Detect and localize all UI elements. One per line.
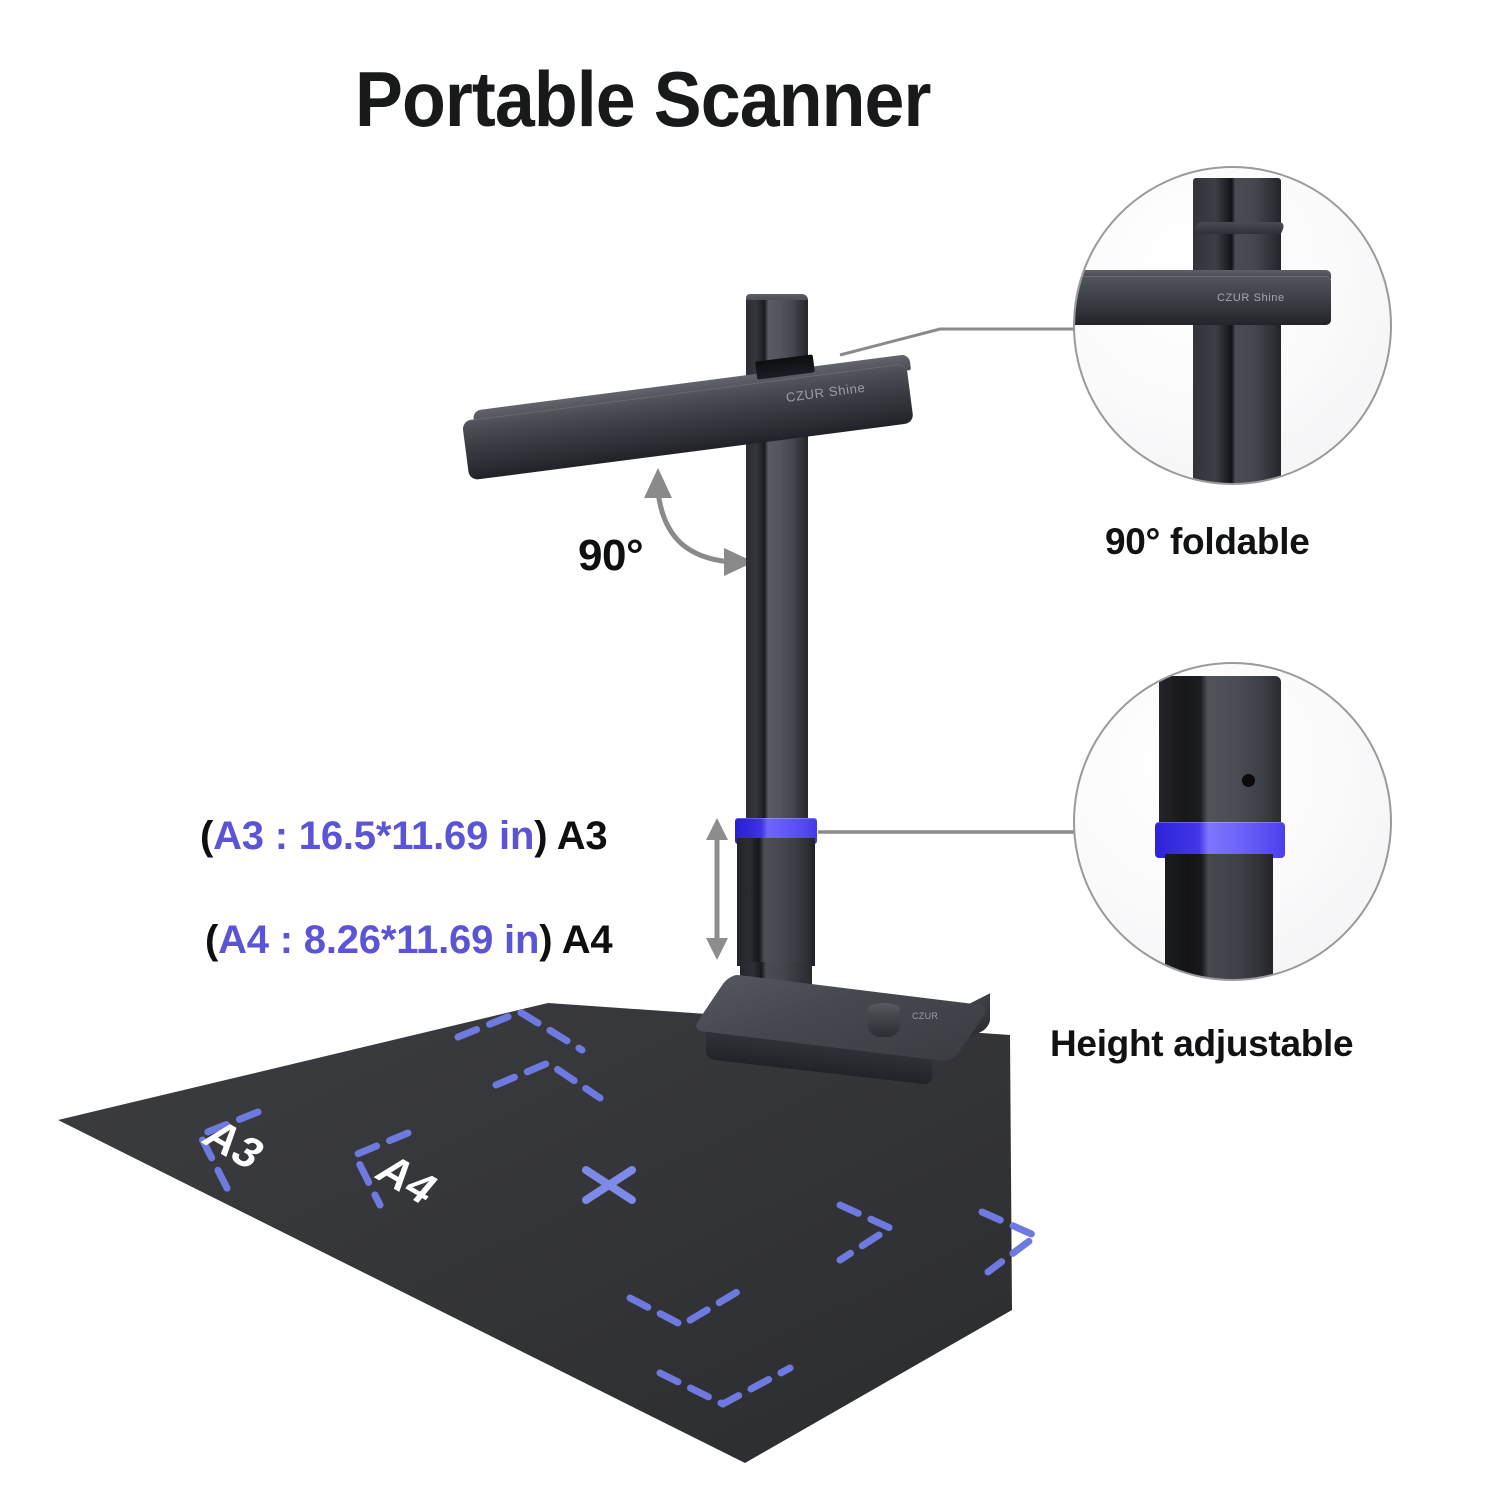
dim-a4-open-paren: ( — [205, 918, 219, 962]
base-brand-logo: CZUR — [912, 1011, 939, 1021]
inset-foldable-detail: CZUR Shine — [1073, 166, 1392, 485]
dim-a3-spec: A3 : 16.5*11.69 in — [213, 814, 535, 858]
dim-a4-close-paren: ) — [539, 918, 553, 962]
dim-a3-open-paren: ( — [200, 814, 214, 858]
inset-head-top-edge — [1075, 270, 1331, 279]
dim-a3-size-label: A3 — [556, 814, 608, 858]
dimension-line-a3: (A3 : 16.5*11.69 in) A3 — [200, 814, 608, 859]
inset-scanner-head — [1075, 276, 1331, 325]
dim-a4-size-label: A4 — [561, 918, 613, 962]
dim-a3-close-paren: ) — [534, 814, 548, 858]
mat-surface — [58, 1003, 1012, 1463]
scanner-head-bar — [461, 363, 914, 481]
base-knob-top[interactable] — [868, 1003, 900, 1015]
dim-a4-spec: A4 : 8.26*11.69 in — [218, 918, 540, 962]
vertical-double-arrow-icon — [706, 818, 728, 960]
mat-corner-markers — [195, 1008, 1043, 1408]
curved-double-arrow-icon — [644, 468, 754, 576]
inset-column-lower — [1165, 854, 1273, 979]
callout-label-height: Height adjustable — [1050, 1023, 1354, 1064]
inset-height-detail — [1073, 662, 1392, 981]
column-lower-section — [737, 838, 815, 966]
mat-center-crosshair-icon — [582, 1166, 636, 1204]
inset-height-collar — [1155, 822, 1285, 858]
inset-screw-dot-icon — [1242, 774, 1255, 787]
dimension-line-a4: (A4 : 8.26*11.69 in) A4 — [205, 918, 613, 963]
page-title: Portable Scanner — [355, 55, 931, 143]
inset-brand-text: CZUR Shine — [1217, 292, 1285, 304]
angle-value-label: 90° — [578, 531, 644, 580]
inset-column-upper — [1159, 676, 1281, 826]
callout-label-foldable: 90° foldable — [1105, 521, 1310, 562]
